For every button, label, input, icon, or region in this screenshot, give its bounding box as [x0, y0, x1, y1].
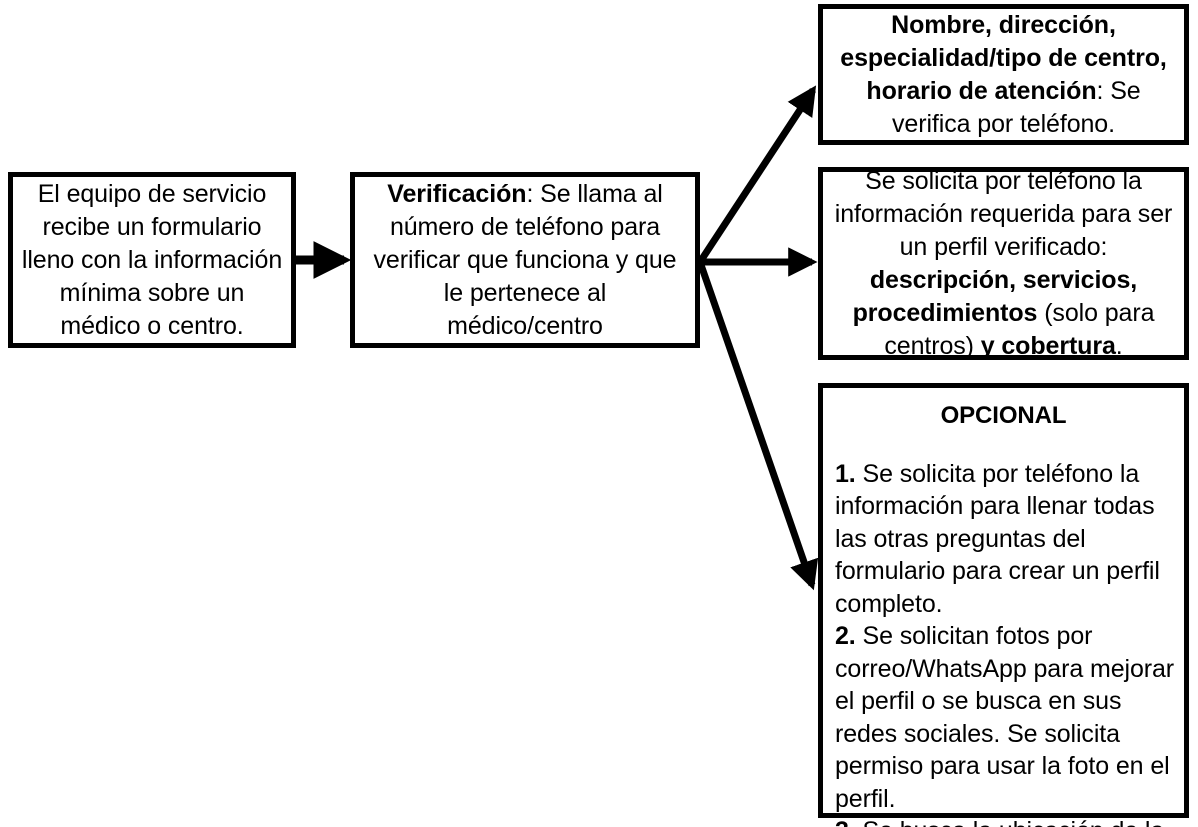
- verification-text: Verificación: Se llama al número de telé…: [355, 178, 695, 343]
- arrow-verification-to-optional: [696, 260, 819, 591]
- requested-info-coverage: y cobertura: [980, 331, 1116, 360]
- requested-info-lead: Se solicita por teléfono la información …: [834, 166, 1173, 261]
- optional-box: OPCIONAL 1. Se solicita por teléfono la …: [818, 383, 1189, 827]
- optional-item-1-number: 1.: [835, 459, 856, 488]
- requested-info-text: Se solicita por teléfono la información …: [823, 165, 1184, 363]
- optional-item-2: 2. Se solicitan fotos por correo/WhatsAp…: [835, 622, 1174, 813]
- basic-data-fields: Nombre, dirección, especialidad/tipo de …: [840, 10, 1167, 105]
- verification-box: Verificación: Se llama al número de telé…: [350, 172, 700, 348]
- optional-item-1: 1. Se solicita por teléfono la informaci…: [835, 460, 1160, 618]
- requested-info-fields: descripción, servicios, procedimientos: [852, 265, 1138, 327]
- optional-heading: OPCIONAL: [940, 402, 1067, 429]
- optional-body: 1. Se solicita por teléfono la informaci…: [823, 458, 1184, 827]
- verification-detail: : Se llama al número de teléfono para ve…: [373, 179, 677, 340]
- basic-data-text: Nombre, dirección, especialidad/tipo de …: [823, 9, 1184, 141]
- optional-item-1-text: Se solicita por teléfono la información …: [835, 459, 1160, 618]
- optional-item-3: 3. Se busca la ubicación de la dirección…: [835, 817, 1164, 827]
- optional-item-2-text: Se solicitan fotos por correo/WhatsApp p…: [835, 622, 1175, 813]
- intake-box: El equipo de servicio recibe un formular…: [8, 172, 296, 348]
- optional-item-2-number: 2.: [835, 622, 856, 651]
- basic-data-method: : Se verifica por teléfono.: [892, 76, 1141, 138]
- basic-data-box: Nombre, dirección, especialidad/tipo de …: [818, 4, 1189, 145]
- arrow-verification-to-basic-data: [697, 85, 817, 264]
- optional-item-3-text: Se busca la ubicación de la dirección en…: [835, 817, 1165, 827]
- optional-item-3-number: 3.: [835, 817, 856, 827]
- requested-info-note: (solo para centros): [884, 298, 1155, 360]
- intake-text: El equipo de servicio recibe un formular…: [21, 179, 283, 340]
- requested-info-tail: .: [1115, 331, 1123, 360]
- verification-label: Verificación: [387, 179, 527, 208]
- requested-info-box: Se solicita por teléfono la información …: [818, 167, 1189, 360]
